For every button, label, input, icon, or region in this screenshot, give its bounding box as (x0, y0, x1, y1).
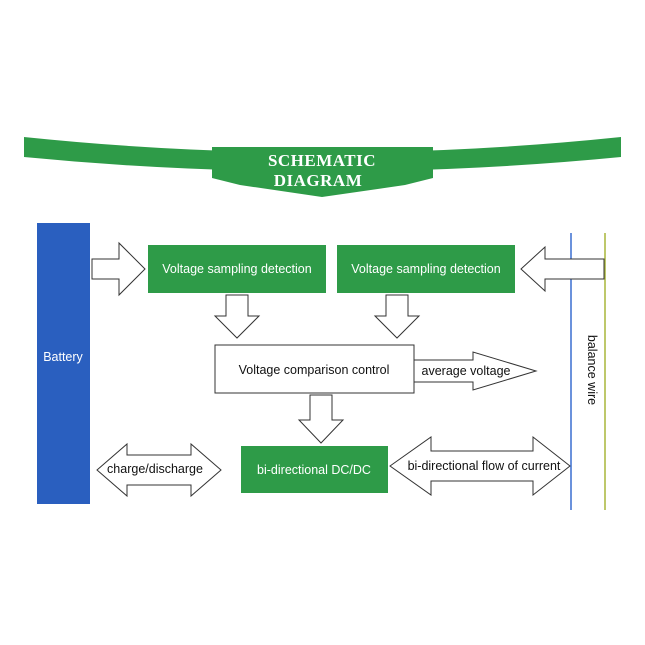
arrow-right-sampling-down (373, 294, 421, 339)
voltage-sampling-left-label: Voltage sampling detection (162, 262, 311, 276)
voltage-comparison-box (214, 344, 415, 394)
bidirectional-dcdc-box (241, 446, 388, 493)
banner-tab (212, 147, 433, 197)
voltage-sampling-right-label: Voltage sampling detection (351, 262, 500, 276)
arrow-battery-to-sampling (91, 241, 146, 297)
banner: SCHEMATIC DIAGRAM (24, 137, 621, 197)
balance-wire-label: balance wire (585, 335, 599, 405)
bidirectional-flow-label: bi-directional flow of current (408, 459, 561, 473)
arrow-average-voltage (413, 351, 538, 391)
battery-label: Battery (43, 350, 83, 364)
voltage-sampling-right-box (337, 245, 515, 293)
battery-bar (37, 223, 90, 504)
arrow-balance-to-sampling (520, 245, 605, 293)
arrow-comparison-down (297, 394, 345, 444)
arrow-left-sampling-down (213, 294, 261, 339)
banner-title-line2: DIAGRAM (274, 171, 363, 190)
charge-discharge-label: charge/discharge (107, 462, 203, 476)
voltage-sampling-left-box (148, 245, 326, 293)
banner-title-line1: SCHEMATIC (268, 151, 376, 170)
bidirectional-dcdc-label: bi-directional DC/DC (257, 463, 371, 477)
arrow-bidirectional-flow (389, 435, 571, 497)
voltage-comparison-label: Voltage comparison control (239, 363, 390, 377)
average-voltage-label: average voltage (422, 364, 511, 378)
arrow-charge-discharge (96, 442, 222, 498)
